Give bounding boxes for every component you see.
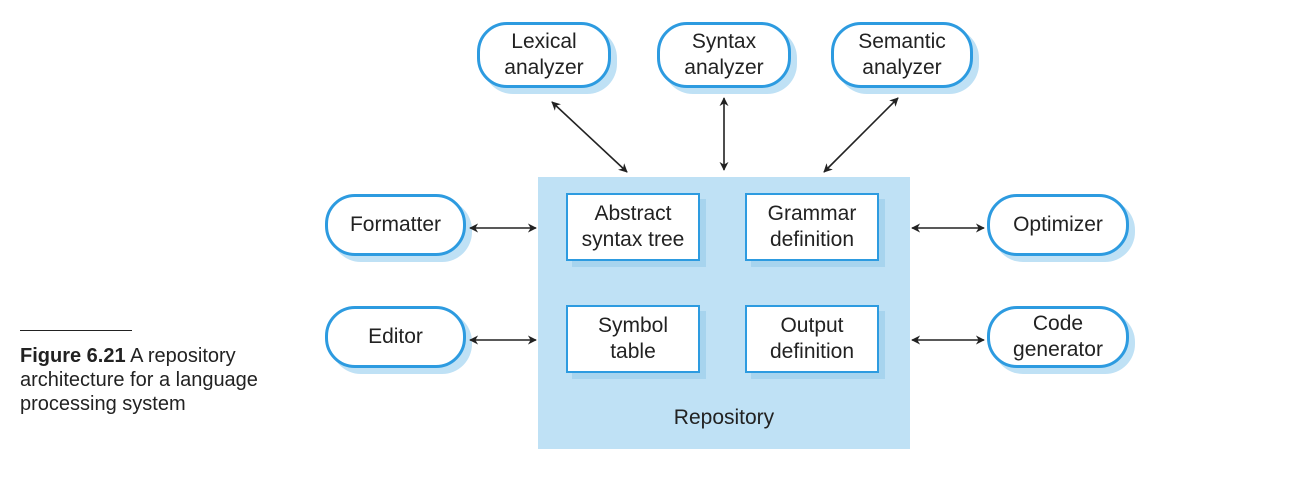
repository-label: Repository — [673, 406, 775, 429]
lexical-analyzer-node: Lexical analyzer — [477, 22, 611, 88]
code-generator-node: Code generator — [987, 306, 1129, 368]
semantic-analyzer-node: Semantic analyzer — [831, 22, 973, 88]
output-definition-box: Output definition — [745, 305, 879, 373]
grammar-definition-box: Grammar definition — [745, 193, 879, 261]
caption-rule — [20, 330, 132, 331]
arrow-lexical-to-repository — [551, 101, 628, 173]
abstract-syntax-tree-box: Abstract syntax tree — [566, 193, 700, 261]
symbol-table-box: Symbol table — [566, 305, 700, 373]
figure-caption-text: A repository architecture for a language… — [20, 345, 258, 415]
arrow-semantic-to-repository — [823, 97, 899, 173]
figure-caption: Figure 6.21 A repository architecture fo… — [20, 344, 260, 416]
figure-number: Figure 6.21 — [20, 345, 126, 367]
optimizer-node: Optimizer — [987, 194, 1129, 256]
formatter-node: Formatter — [325, 194, 466, 256]
syntax-analyzer-node: Syntax analyzer — [657, 22, 791, 88]
editor-node: Editor — [325, 306, 466, 368]
